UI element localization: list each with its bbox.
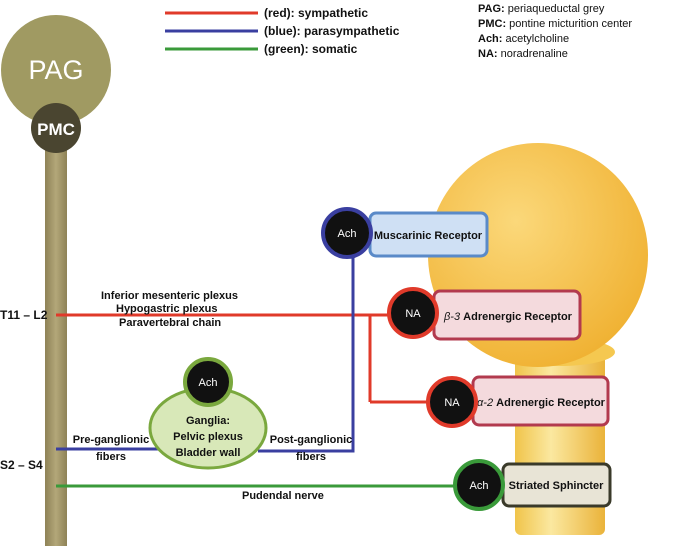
ach-ganglia-node [183, 357, 233, 407]
abbr-pmc: PMC: pontine micturition center [478, 18, 632, 30]
ganglia-pelvic-plexus: Pelvic plexus [173, 431, 243, 443]
label-pre-ganglionic-fibers: fibers [96, 451, 126, 463]
spinal-level-t11-l2: T11 – L2 [0, 308, 48, 322]
ach-ganglia-label: Ach [199, 377, 218, 389]
label-pre-ganglionic: Pre-ganglionic [73, 434, 149, 446]
ach-sphincter-label: Ach [470, 480, 489, 492]
ach-muscarinic-label: Ach [338, 228, 357, 240]
label-post-ganglionic: Post-ganglionic [270, 434, 353, 446]
pmc-node [31, 103, 81, 153]
legend-label-sympathetic: (red): sympathetic [264, 6, 368, 20]
parasympathetic-pathway [56, 240, 355, 453]
label-paravertebral: Paravertebral chain [119, 317, 221, 329]
ganglia-bladder-wall: Bladder wall [176, 447, 241, 459]
label-hypogastric: Hypogastric plexus [116, 303, 217, 315]
sphincter-label: Striated Sphincter [509, 480, 604, 492]
legend-label-somatic: (green): somatic [264, 42, 358, 56]
ganglia-title: Ganglia: [186, 415, 230, 427]
legend-label-parasympathetic: (blue): parasympathetic [264, 24, 400, 38]
muscarinic-receptor-label: Muscarinic Receptor [374, 230, 483, 242]
pag-label: PAG [28, 55, 83, 85]
abbreviation-list: PAG: periaqueductal grey PMC: pontine mi… [478, 3, 632, 60]
abbr-pag: PAG: periaqueductal grey [478, 3, 605, 15]
spinal-cord [45, 130, 67, 546]
na-alpha2-label: NA [444, 397, 460, 409]
legend: (red): sympathetic (blue): parasympathet… [165, 6, 400, 56]
post-ganglionic-line [258, 240, 355, 453]
spinal-level-s2-s4: S2 – S4 [0, 458, 43, 472]
na-beta3-label: NA [405, 308, 421, 320]
na-alpha2-node [426, 376, 478, 428]
label-pudendal-nerve: Pudendal nerve [242, 490, 324, 502]
pmc-label: PMC [37, 120, 75, 139]
ach-sphincter-node [453, 459, 505, 511]
beta3-receptor-label: β-3 Adrenergic Receptor [443, 311, 573, 323]
abbr-ach: Ach: acetylcholine [478, 33, 569, 45]
label-inferior-mesenteric: Inferior mesenteric plexus [101, 290, 238, 302]
na-beta3-node [387, 287, 439, 339]
pag-node [1, 15, 111, 125]
abbr-na: NA: noradrenaline [478, 48, 568, 60]
ach-muscarinic-node [321, 207, 373, 259]
label-post-ganglionic-fibers: fibers [296, 451, 326, 463]
alpha2-receptor-label: α-2 Adrenergic Receptor [477, 397, 606, 409]
